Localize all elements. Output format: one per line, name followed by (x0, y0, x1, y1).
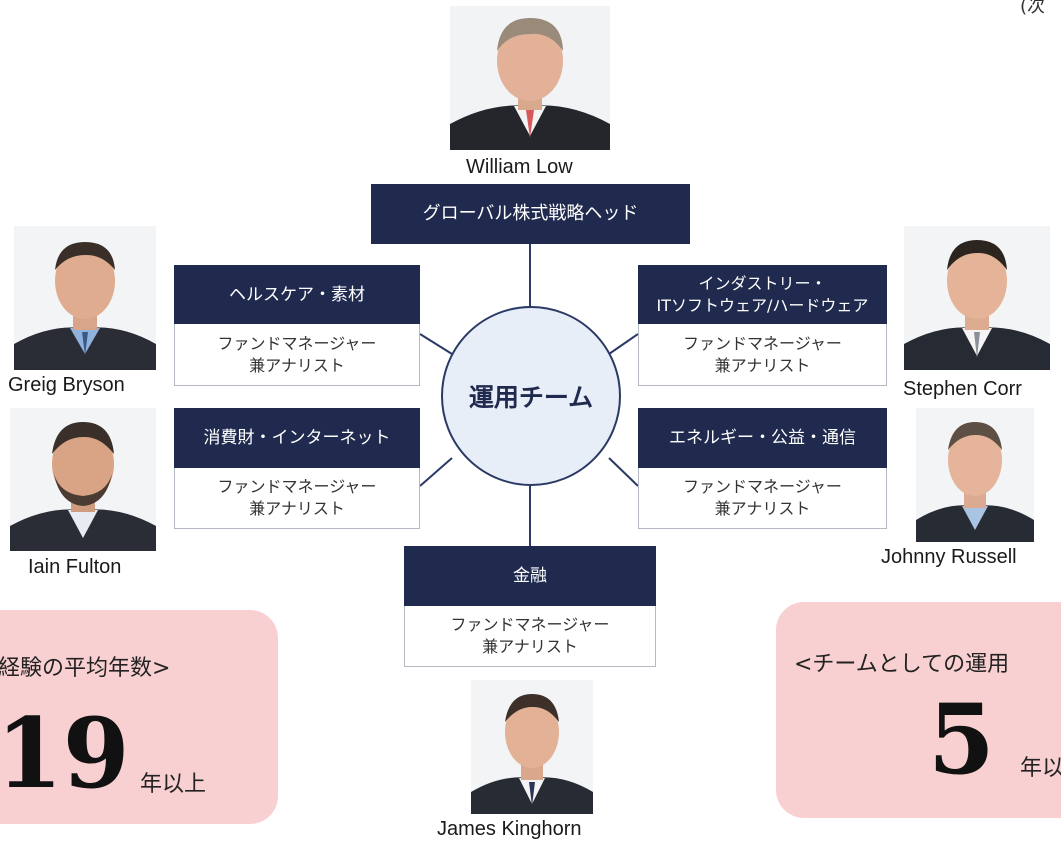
sector-box-healthcare: ヘルスケア・素材 (174, 265, 420, 324)
photo-johnny-russell (916, 408, 1034, 542)
sector-title-industry-line1: インダストリー・ (698, 273, 827, 293)
portrait-icon (10, 408, 156, 551)
name-greig-bryson: Greig Bryson (8, 374, 125, 396)
sector-box-industry-it: インダストリー・ ITソフトウェア/ハードウェア (638, 265, 887, 324)
portrait-icon (904, 226, 1050, 370)
sector-role-energy: ファンドマネージャー 兼アナリスト (638, 468, 887, 529)
sector-box-consumer: 消費財・インターネット (174, 408, 420, 468)
role-line: ファンドマネージャー (683, 333, 842, 353)
sector-role-healthcare: ファンドマネージャー 兼アナリスト (174, 324, 420, 386)
sector-title-energy: エネルギー・公益・通信 (669, 428, 856, 448)
role-line: 兼アナリスト (482, 637, 578, 656)
stat-value-right: 5 (928, 683, 995, 796)
name-iain-fulton: Iain Fulton (28, 556, 122, 578)
photo-greig-bryson (14, 226, 156, 370)
sector-box-financials: 金融 (404, 546, 656, 606)
sector-title-financials: 金融 (513, 566, 547, 586)
head-role-label: グローバル株式戦略ヘッド (422, 203, 639, 224)
role-line: 兼アナリスト (249, 355, 345, 375)
role-line: 兼アナリスト (249, 499, 345, 518)
portrait-icon (450, 6, 610, 150)
stat-box-right (776, 602, 1061, 818)
portrait-icon (471, 680, 593, 814)
head-role-box: グローバル株式戦略ヘッド (371, 184, 690, 244)
photo-james-kinghorn (471, 680, 593, 814)
sector-role-industry-it: ファンドマネージャー 兼アナリスト (638, 324, 887, 386)
sector-role-consumer: ファンドマネージャー 兼アナリスト (174, 468, 420, 529)
role-line: ファンドマネージャー (217, 477, 377, 496)
role-line: 兼アナリスト (714, 355, 811, 375)
portrait-icon (14, 226, 156, 370)
role-line: 兼アナリスト (714, 499, 811, 518)
sector-title-consumer: 消費財・インターネット (203, 428, 391, 448)
team-circle: 運用チーム (441, 306, 621, 486)
role-line: ファンドマネージャー (217, 333, 377, 353)
stat-unit-left: 年以上 (140, 772, 207, 797)
role-line: ファンドマネージャー (683, 477, 842, 496)
photo-iain-fulton (10, 408, 156, 551)
role-line: ファンドマネージャー (450, 615, 610, 634)
team-circle-label: 運用チーム (468, 383, 594, 412)
stat-title-right: <チームとしての運用 (794, 652, 1010, 677)
portrait-icon (916, 408, 1034, 542)
name-james-kinghorn: James Kinghorn (437, 818, 582, 840)
sector-title-healthcare: ヘルスケア・素材 (229, 284, 365, 305)
sector-box-energy: エネルギー・公益・通信 (638, 408, 887, 468)
stat-box-left (0, 610, 278, 824)
name-william-low: William Low (466, 156, 573, 178)
sector-role-financials: ファンドマネージャー 兼アナリスト (404, 606, 656, 667)
stat-value-left: 19 (0, 697, 130, 810)
sector-title-industry-line2: ITソフトウェア/ハードウェア (656, 295, 869, 315)
photo-william-low (450, 6, 610, 150)
photo-stephen-corr (904, 226, 1050, 370)
stat-unit-right: 年以 (1020, 756, 1061, 781)
name-stephen-corr: Stephen Corr (903, 378, 1022, 400)
name-johnny-russell: Johnny Russell (881, 546, 1017, 568)
stat-title-left: 経験の平均年数> (0, 656, 171, 681)
corner-label: (次 (1020, 0, 1046, 17)
